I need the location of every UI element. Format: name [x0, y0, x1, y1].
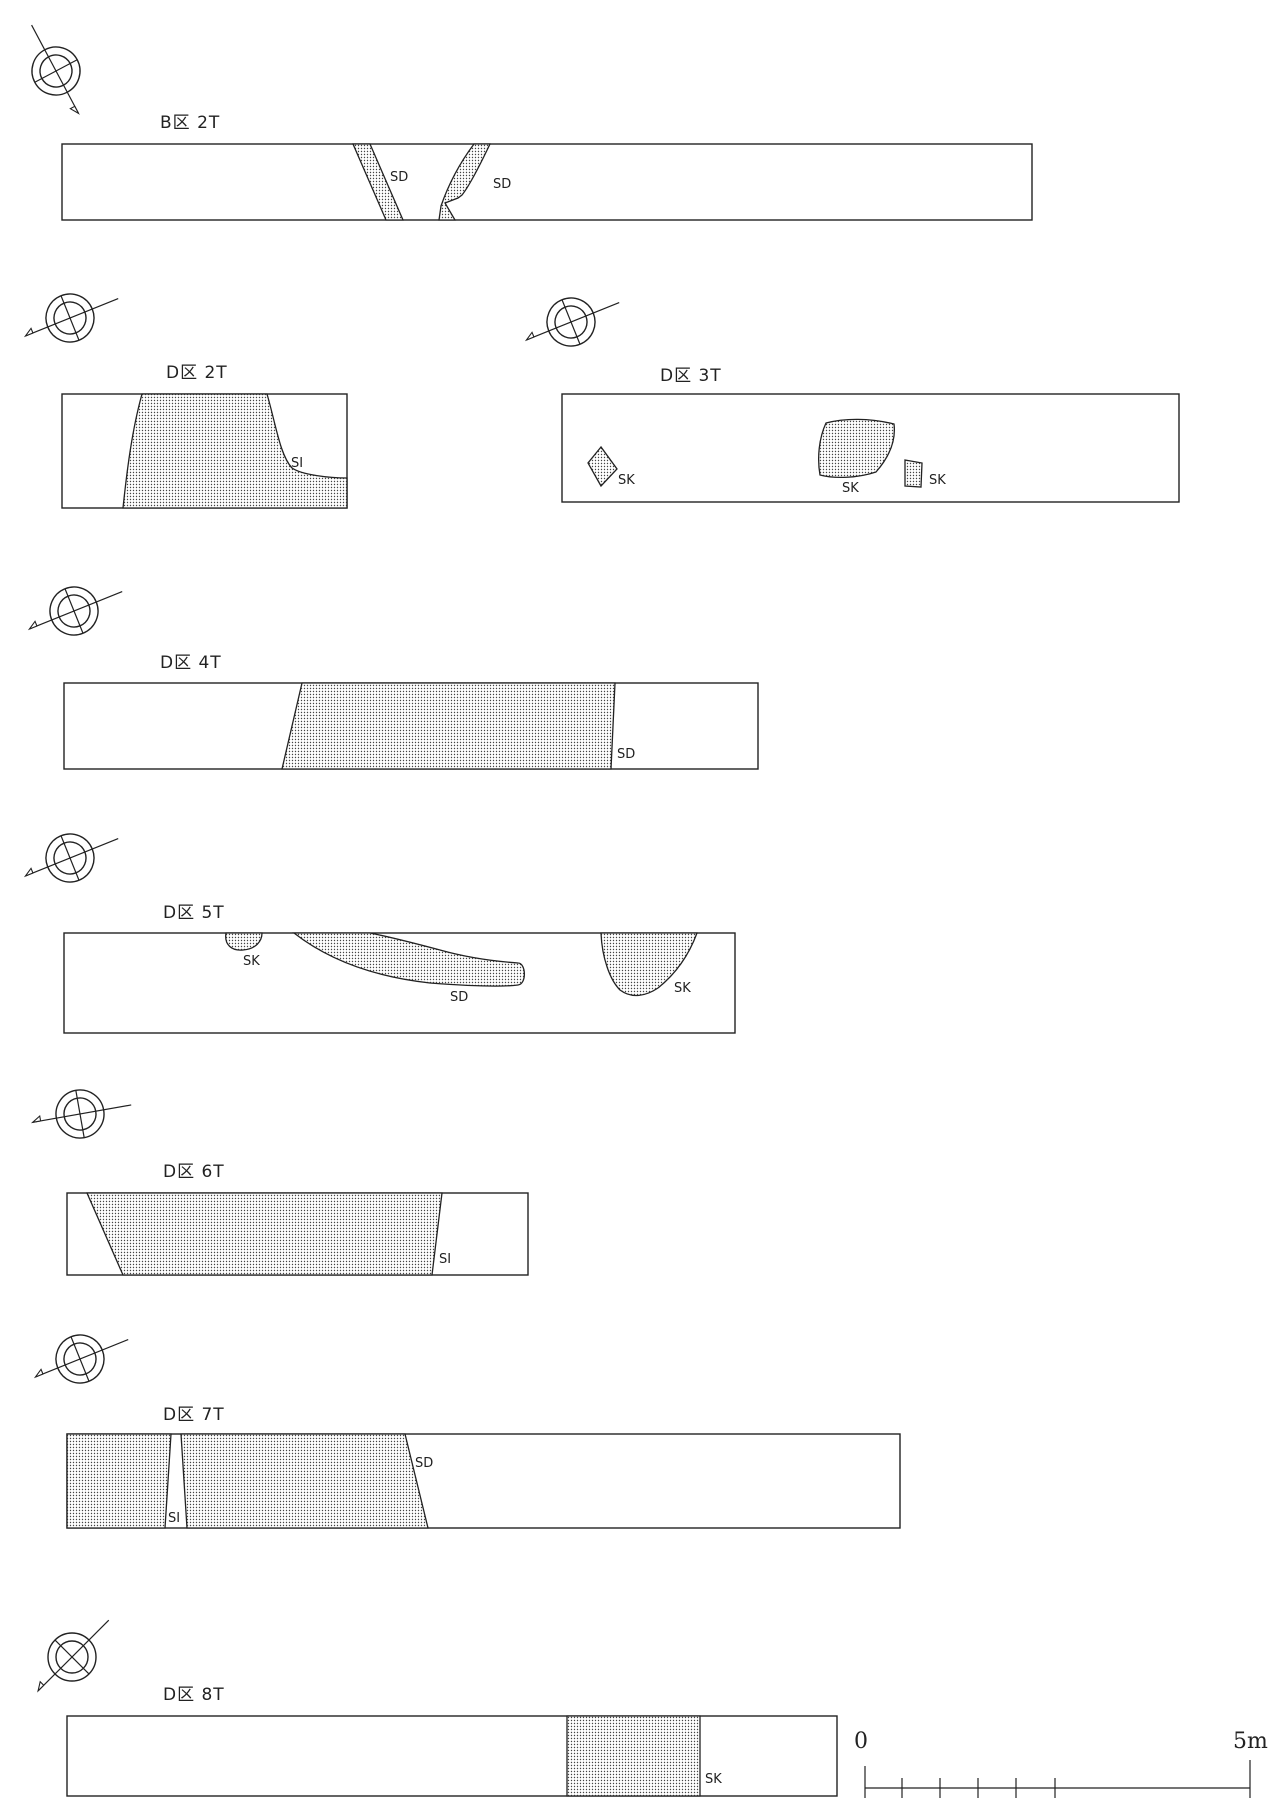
pit-dwelling-feature: [86, 1192, 443, 1276]
trench-title: D区 7T: [163, 1405, 225, 1425]
feature-label: SK: [243, 954, 260, 969]
pit-feature: [225, 932, 263, 951]
feature-label: SK: [705, 1772, 722, 1787]
feature-label: SI: [439, 1252, 451, 1267]
feature-label: SD: [617, 747, 635, 762]
feature-label: SK: [674, 981, 691, 996]
trench-title: B区 2T: [160, 113, 220, 133]
trench-title: D区 6T: [163, 1162, 225, 1182]
trench-outline: [561, 393, 1180, 503]
feature-label: SK: [842, 481, 859, 496]
trench-title: D区 5T: [163, 903, 225, 923]
trench-title: D区 3T: [660, 366, 722, 386]
trench-outline: [61, 143, 1033, 221]
feature-label: SI: [291, 456, 303, 471]
pit-dwelling-feature: [122, 393, 348, 509]
trench-outline: [66, 1715, 838, 1797]
north-arrow-icon: [25, 1316, 138, 1400]
feature-label: SK: [618, 473, 635, 488]
ditch-feature: [352, 143, 404, 221]
trench-title: D区 2T: [166, 363, 228, 383]
pit-feature: [587, 445, 618, 488]
north-arrow-icon: [516, 279, 629, 363]
scale-bar: 0 5m: [854, 1729, 1268, 1798]
ditch-feature: [438, 143, 492, 221]
scale-start-label: 0: [854, 1729, 868, 1754]
ditch-feature: [180, 1433, 429, 1529]
trench-title: D区 8T: [163, 1685, 225, 1705]
feature-label: SI: [168, 1511, 180, 1526]
feature-label: SD: [390, 170, 408, 185]
feature-label: SD: [493, 177, 511, 192]
north-arrow-icon: [15, 815, 128, 899]
ditch-feature: [281, 682, 616, 770]
north-arrow-icon: [27, 1080, 137, 1147]
feature-label: SD: [450, 990, 468, 1005]
north-arrow-icon: [20, 1602, 127, 1709]
feature-label: SD: [415, 1456, 433, 1471]
north-arrow-icon: [15, 275, 128, 359]
north-arrow-icon: [19, 568, 132, 652]
trench-outline: [63, 932, 736, 1034]
north-arrow-icon: [9, 13, 101, 126]
pit-feature: [904, 459, 923, 488]
pit-feature: [566, 1715, 701, 1797]
pit-feature: [818, 418, 896, 479]
pit-feature: [600, 932, 698, 997]
ditch-feature: [292, 932, 526, 987]
ditch-feature: [66, 1433, 172, 1529]
scale-end-label: 5m: [1233, 1729, 1268, 1754]
feature-label: SK: [929, 473, 946, 488]
trench-title: D区 4T: [160, 653, 222, 673]
